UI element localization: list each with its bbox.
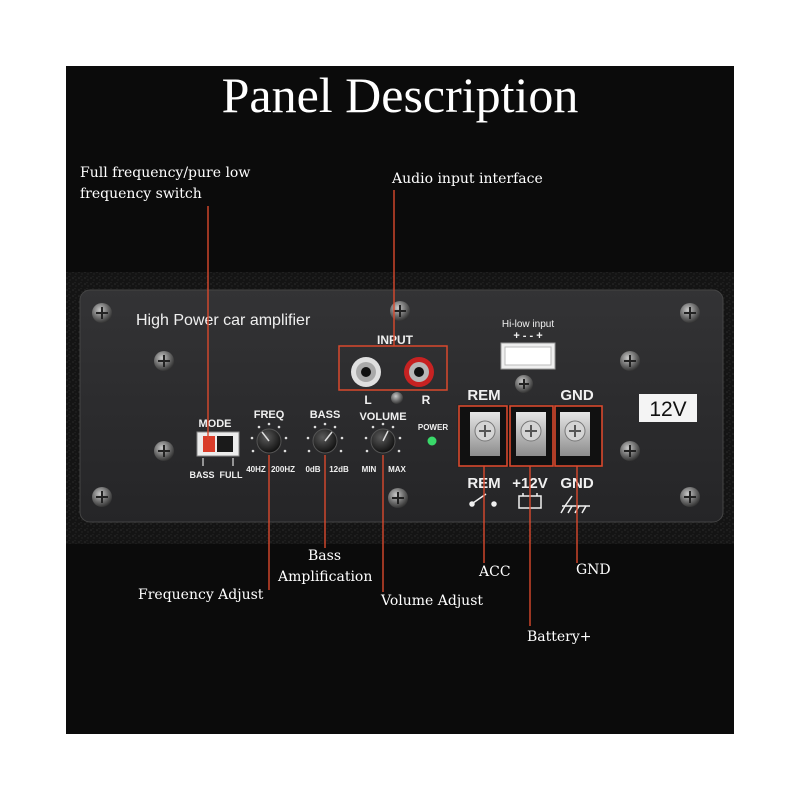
- input-label: INPUT: [377, 333, 414, 347]
- battery-annotation: Battery+: [527, 629, 592, 645]
- switch-annotation-line1: Full frequency/pure low: [80, 165, 251, 181]
- audio-input-callout-box: [338, 345, 448, 391]
- bass-knob: [306, 422, 344, 454]
- volume-max-label: MAX: [388, 465, 406, 474]
- hi-low-connector: [500, 342, 556, 370]
- bass-max-label: 12dB: [329, 465, 349, 474]
- ground-screw-small: [391, 392, 403, 404]
- terminal-rem-top-label: REM: [467, 387, 500, 404]
- rca-left-jack: [351, 357, 381, 387]
- hi-low-pins-label: + - - +: [513, 330, 542, 342]
- volume-knob: [364, 422, 402, 454]
- rca-right-jack: [404, 357, 434, 387]
- input-right-label: R: [422, 393, 431, 407]
- panel-brand-label: High Power car amplifier: [136, 312, 311, 329]
- mode-label: MODE: [199, 418, 232, 430]
- gnd-annotation: GND: [576, 562, 611, 578]
- switch-annotation-line2: frequency switch: [80, 186, 202, 202]
- freq-label: FREQ: [254, 409, 285, 421]
- voltage-badge: [639, 394, 697, 422]
- volume-min-label: MIN: [362, 465, 377, 474]
- bass-annotation-line2: Amplification: [278, 569, 373, 585]
- freq-min-label: 40HZ: [246, 465, 266, 474]
- mode-bass-label: BASS: [189, 470, 214, 480]
- terminal-gnd-top-label: GND: [560, 387, 594, 404]
- audio-input-annotation: Audio input interface: [392, 171, 543, 187]
- frequency-adjust-annotation: Frequency Adjust: [138, 587, 264, 603]
- freq-knob: [250, 422, 288, 454]
- panel-screws: [92, 301, 700, 508]
- mode-full-label: FULL: [220, 470, 243, 480]
- mode-switch: [196, 431, 240, 457]
- bass-min-label: 0dB: [305, 465, 320, 474]
- terminal-block: [457, 404, 603, 468]
- volume-adjust-annotation: Volume Adjust: [381, 593, 483, 609]
- power-led: [427, 436, 437, 446]
- hi-low-input-label: Hi-low input: [502, 319, 554, 330]
- bass-label: BASS: [310, 409, 341, 421]
- voltage-badge-text: 12V: [649, 398, 686, 421]
- page-title: Panel Description: [222, 67, 579, 123]
- acc-annotation: ACC: [479, 564, 511, 580]
- volume-label: VOLUME: [359, 411, 406, 423]
- bass-annotation-line1: Bass: [308, 548, 342, 564]
- mode-switch-ticks: [202, 458, 234, 466]
- callout-lines: [207, 190, 578, 626]
- input-left-label: L: [364, 393, 371, 407]
- terminal-callout-boxes: [458, 405, 603, 467]
- power-label: POWER: [418, 423, 448, 432]
- freq-max-label: 200HZ: [271, 465, 295, 474]
